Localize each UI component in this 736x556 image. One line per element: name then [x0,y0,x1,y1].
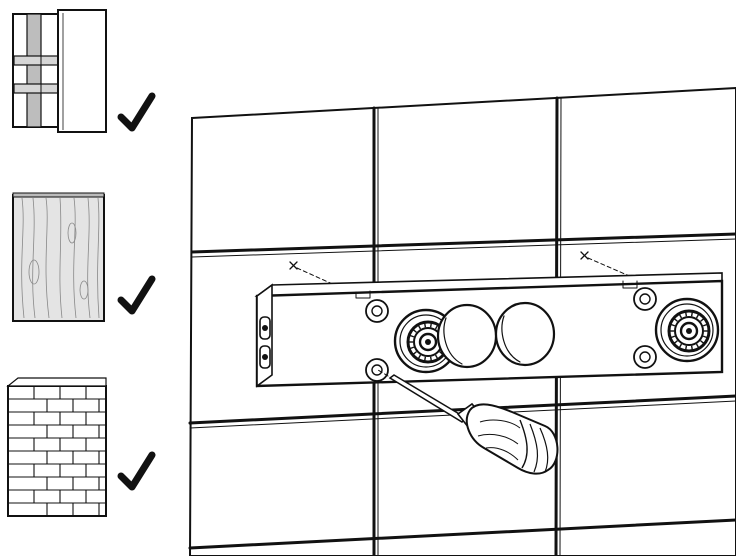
outlet-bore-right [494,301,556,367]
mounting-hole [365,299,389,323]
wood-panel [12,192,105,322]
drill-mark-right [580,251,635,279]
concealed-valve-body [254,272,724,388]
check-mark-icon [117,92,156,132]
valve-cartridge-right [654,297,720,363]
mounting-hole [365,358,389,382]
screwdriver-icon [377,369,559,475]
side-port-bottom [259,345,271,369]
outlet-bore-left [436,303,498,369]
side-port-top [259,316,271,340]
check-mark-icon [117,275,156,315]
check-mark-icon [117,451,156,491]
drywall-stud-panel [12,9,107,133]
mounting-hole [633,345,657,369]
mounting-hole [633,287,657,311]
brick-wall-panel [6,377,107,517]
